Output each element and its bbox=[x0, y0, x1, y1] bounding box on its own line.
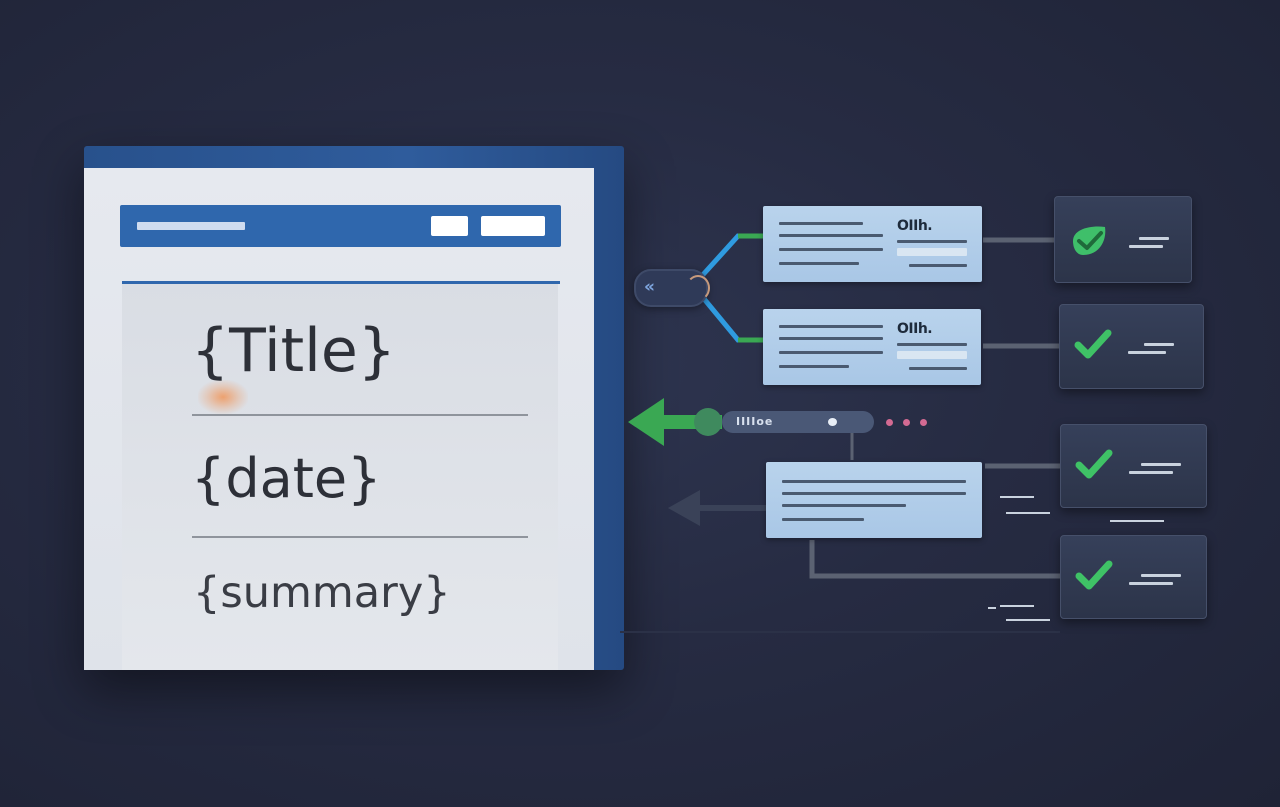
workflow-card-3[interactable] bbox=[766, 462, 982, 538]
ring-accent bbox=[686, 275, 710, 301]
date-divider bbox=[192, 536, 528, 538]
status-dot bbox=[886, 419, 893, 426]
branch-lower bbox=[698, 292, 766, 343]
card-label: OIIh. bbox=[897, 321, 933, 337]
card-line bbox=[779, 365, 849, 368]
card-line bbox=[782, 492, 966, 495]
title-placeholder[interactable]: {Title} bbox=[191, 316, 396, 386]
result-line bbox=[1139, 237, 1169, 240]
branch-upper bbox=[698, 233, 766, 280]
result-card-4[interactable] bbox=[1060, 535, 1207, 619]
card-highlight bbox=[897, 248, 967, 256]
stub-line bbox=[1000, 496, 1034, 498]
arrow-left-icon bbox=[628, 398, 664, 446]
fast-forward-icon: « bbox=[644, 277, 655, 297]
result-card-2[interactable] bbox=[1059, 304, 1204, 389]
cursor-glow bbox=[198, 380, 248, 414]
result-line bbox=[1141, 463, 1181, 466]
mapping-connector-bar[interactable]: IIIIoe bbox=[722, 411, 874, 433]
dark-arrow-head bbox=[668, 490, 700, 526]
connector-label: IIIIoe bbox=[736, 415, 774, 428]
stub-line bbox=[1006, 619, 1050, 621]
card-line bbox=[779, 222, 863, 225]
card-line bbox=[897, 343, 967, 346]
result-line bbox=[1144, 343, 1174, 346]
card-line bbox=[897, 240, 967, 243]
card-line bbox=[909, 367, 967, 370]
result-card-1[interactable] bbox=[1054, 196, 1192, 283]
toolbar-button-small[interactable] bbox=[431, 216, 468, 236]
workflow-card-1[interactable]: OIIh. bbox=[763, 206, 982, 282]
result-line bbox=[1129, 471, 1173, 474]
result-line bbox=[1141, 574, 1181, 577]
result-line bbox=[1129, 582, 1173, 585]
result-card-3[interactable] bbox=[1060, 424, 1207, 508]
result-line bbox=[1128, 351, 1166, 354]
summary-placeholder[interactable]: {summary} bbox=[193, 568, 451, 618]
card-highlight bbox=[897, 351, 967, 359]
stub-line bbox=[1110, 520, 1164, 522]
stub-line bbox=[1006, 512, 1050, 514]
card-line bbox=[779, 262, 859, 265]
connector-4 bbox=[809, 540, 1060, 579]
document-toolbar bbox=[120, 205, 561, 247]
card-line bbox=[779, 351, 883, 354]
card-line bbox=[782, 480, 966, 483]
card-line bbox=[779, 248, 883, 251]
card-label: OIIh. bbox=[897, 218, 933, 234]
stub-line bbox=[1000, 605, 1034, 607]
result-line bbox=[1129, 245, 1163, 248]
document-content-area bbox=[122, 282, 558, 670]
leaf-check-icon bbox=[1073, 226, 1106, 255]
status-dot bbox=[903, 419, 910, 426]
card-line bbox=[909, 264, 967, 267]
status-dot bbox=[920, 419, 927, 426]
card-line bbox=[779, 325, 883, 328]
workflow-start-node[interactable]: « bbox=[634, 269, 710, 307]
check-icon bbox=[1075, 560, 1113, 590]
connector-dot bbox=[828, 418, 837, 426]
workflow-card-2[interactable]: OIIh. bbox=[763, 309, 981, 385]
stub-line bbox=[988, 607, 996, 609]
check-icon bbox=[1075, 449, 1113, 479]
toolbar-title-bar bbox=[137, 222, 245, 230]
check-icon bbox=[1074, 329, 1112, 359]
toolbar-button-wide[interactable] bbox=[481, 216, 545, 236]
title-divider bbox=[192, 414, 528, 416]
card-line bbox=[782, 518, 864, 521]
content-top-rule bbox=[122, 281, 560, 284]
green-arrow-node bbox=[694, 408, 722, 436]
card-line bbox=[779, 337, 883, 340]
date-placeholder[interactable]: {date} bbox=[191, 447, 382, 510]
card-line bbox=[779, 234, 883, 237]
card-line bbox=[782, 504, 906, 507]
